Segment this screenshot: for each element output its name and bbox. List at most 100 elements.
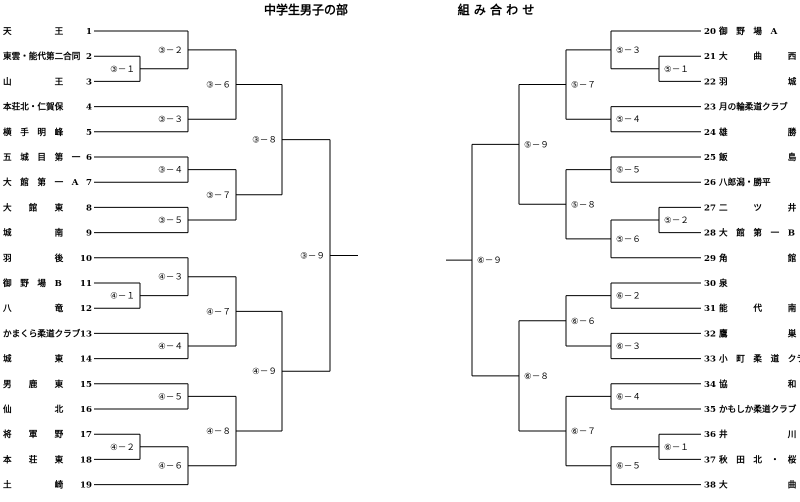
- team-name: 雄 勝: [718, 126, 797, 138]
- team-number: 37: [704, 455, 716, 465]
- match-code: ③－２: [158, 46, 183, 56]
- match-code: ③－８: [252, 136, 277, 146]
- team-number: 19: [80, 481, 92, 491]
- team-number: 15: [80, 380, 92, 390]
- match-code: ④－２: [110, 443, 135, 453]
- team-number: 9: [86, 229, 92, 239]
- team-name: 城 南: [3, 227, 64, 239]
- team-name: 将 軍 野: [3, 428, 64, 440]
- team-number: 32: [704, 329, 716, 339]
- match-code: ③－７: [206, 191, 231, 201]
- match-code: ③－５: [158, 216, 183, 226]
- team-name: 横 手 明 峰: [3, 126, 64, 138]
- bracket-lines: [94, 30, 701, 486]
- team-name: 協 和: [719, 378, 796, 390]
- team-number: 5: [86, 128, 92, 138]
- match-code: ⑤－９: [524, 140, 549, 150]
- team-number: 28: [704, 229, 716, 239]
- team-name: 本 荘 東: [3, 453, 64, 465]
- team-number: 31: [704, 304, 716, 314]
- team-number: 22: [704, 77, 716, 87]
- match-code: ⑥－１: [664, 443, 689, 453]
- match-code: ⑥－８: [524, 372, 549, 382]
- match-code: ④－８: [206, 427, 231, 437]
- team-name: 泉: [718, 277, 728, 289]
- match-code: ③－３: [158, 115, 183, 125]
- team-number: 16: [80, 405, 92, 415]
- team-name: 八郎潟・勝平: [718, 176, 771, 188]
- match-labels: ③－１③－２③－３③－４③－５③－６③－７③－８④－１④－２④－３④－４④－５④…: [110, 46, 689, 472]
- team-number: 33: [704, 355, 716, 365]
- team-name: 大 館 東: [3, 201, 64, 213]
- match-code: ③－９: [300, 251, 325, 261]
- team-name: 大 曲: [719, 479, 796, 491]
- team-number: 13: [80, 329, 92, 339]
- team-number: 29: [704, 254, 716, 264]
- match-code: ③－１: [110, 65, 135, 75]
- bracket-subtitle: 組 み 合 わ せ: [458, 2, 535, 17]
- team-name: 井 川: [719, 428, 796, 440]
- team-number: 38: [704, 481, 716, 491]
- team-name: 秋 田 北 ・ 桜: [719, 453, 797, 465]
- team-number: 26: [704, 178, 716, 188]
- team-name: 飯 島: [718, 151, 797, 163]
- team-name: 小 町 柔 道 クラブ: [718, 353, 800, 365]
- match-code: ⑤－１: [664, 65, 689, 75]
- match-code: ⑥－３: [616, 342, 641, 352]
- match-code: ③－６: [206, 81, 231, 91]
- match-code: ⑤－２: [664, 216, 689, 226]
- team-number: 17: [80, 430, 92, 440]
- team-number: 14: [80, 355, 92, 365]
- team-name: 土 崎: [3, 479, 64, 491]
- team-name: 男 鹿 東: [3, 378, 64, 390]
- team-number: 36: [704, 430, 716, 440]
- team-number: 18: [80, 455, 92, 465]
- team-number: 6: [86, 153, 92, 163]
- team-name: 仙 北: [3, 403, 64, 415]
- team-name: 御 野 場 A: [718, 25, 778, 37]
- team-name: 鷹 巣: [719, 327, 797, 339]
- team-name: 羽 後: [3, 252, 64, 264]
- team-number: 35: [704, 405, 716, 415]
- match-code: ③－４: [158, 166, 183, 176]
- match-code: ④－７: [206, 307, 231, 317]
- team-number: 24: [704, 128, 716, 138]
- team-number: 34: [704, 380, 716, 390]
- match-code: ⑤－８: [571, 200, 596, 210]
- match-code: ⑥－４: [616, 392, 641, 402]
- division-title: 中学生男子の部: [264, 2, 348, 17]
- match-code: ⑥－５: [616, 462, 641, 472]
- match-code: ④－９: [252, 367, 277, 377]
- team-name: 月の輪柔道クラブ: [718, 101, 788, 113]
- team-number: 25: [704, 153, 716, 163]
- team-name: 天 王: [3, 26, 64, 37]
- team-number: 20: [704, 27, 716, 37]
- match-code: ⑥－６: [571, 317, 596, 327]
- team-name: 羽 城: [719, 75, 797, 87]
- match-code: ⑤－４: [616, 115, 641, 125]
- team-number: 11: [80, 279, 92, 289]
- team-number: 2: [86, 52, 92, 62]
- team-number: 21: [704, 52, 716, 62]
- match-code: ④－１: [110, 292, 135, 302]
- team-name: 八 竜: [2, 302, 64, 314]
- match-code: ⑤－５: [616, 166, 641, 176]
- team-name: 大 曲 西: [719, 50, 797, 62]
- team-name: 能 代 南: [719, 302, 797, 314]
- team-name: かもしか柔道クラブ: [719, 403, 797, 415]
- match-code: ④－３: [158, 273, 183, 283]
- team-name: 東雲・能代第二合同: [3, 50, 81, 62]
- team-name: かまくら柔道クラブ: [3, 327, 81, 339]
- team-name: 本荘北・仁賀保: [3, 101, 64, 113]
- team-number: 7: [86, 178, 92, 188]
- match-code: ④－４: [158, 342, 183, 352]
- team-name: 御 野 場 B: [2, 277, 62, 289]
- team-name: 角 館: [719, 252, 797, 264]
- team-number: 4: [86, 103, 92, 113]
- team-name: 城 東: [3, 353, 64, 365]
- team-name: 五 城 目 第 一: [3, 151, 81, 163]
- match-code: ⑤－６: [616, 235, 641, 245]
- team-name: 山 王: [3, 75, 64, 87]
